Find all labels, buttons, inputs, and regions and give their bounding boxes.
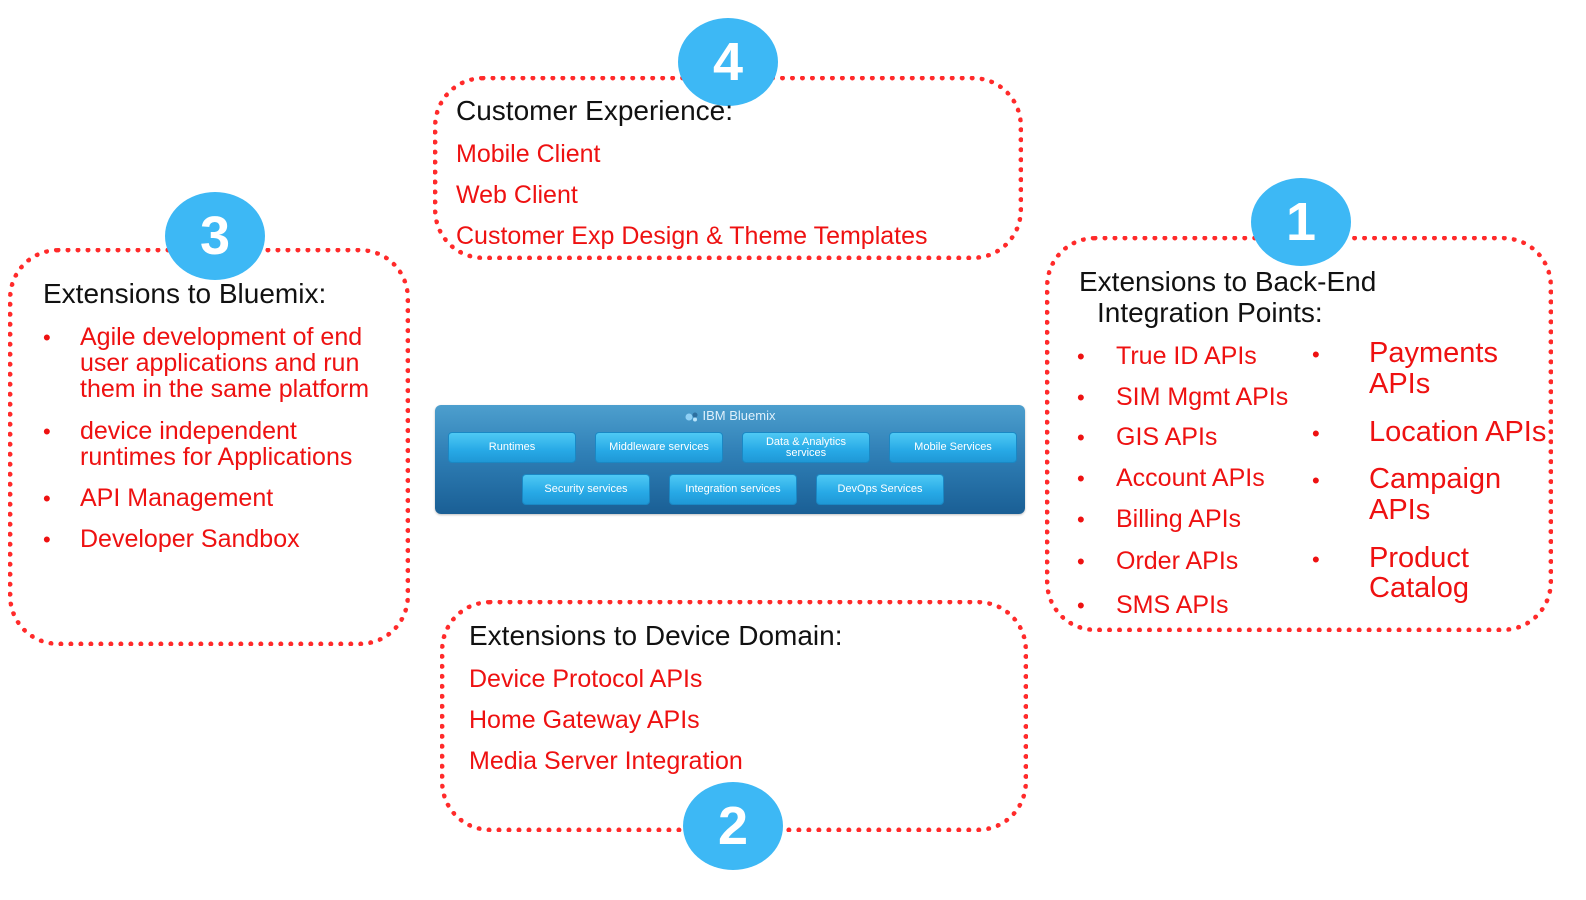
bullet: •: [1312, 547, 1320, 572]
backend-big-item: Product: [1369, 542, 1469, 574]
device-item: Media Server Integration: [469, 747, 743, 775]
ibm-bluemix-panel: IBM Bluemix Runtimes Middleware services…: [435, 405, 1025, 514]
backend-api-item: GIS APIs: [1116, 423, 1218, 451]
customer-item: Mobile Client: [456, 140, 601, 168]
backend-big-item: Campaign: [1369, 463, 1502, 495]
bullet: •: [1077, 425, 1085, 450]
bluemix-item: Agile development of end: [80, 323, 363, 351]
backend-api-item: Order APIs: [1116, 547, 1239, 575]
bluemix-item: runtimes for Applications: [80, 443, 353, 471]
backend-big-item: APIs: [1369, 368, 1431, 400]
device-item: Home Gateway APIs: [469, 706, 700, 734]
backend-heading-line2: Integration Points:: [1097, 297, 1323, 328]
bullet: •: [43, 486, 51, 511]
customer-item: Customer Exp Design & Theme Templates: [456, 222, 928, 250]
bluemix-item: user applications and run: [80, 349, 360, 377]
bullet: •: [1077, 593, 1085, 618]
bullet: •: [1312, 468, 1320, 493]
bullet: •: [1312, 342, 1320, 367]
badge-1: 1: [1251, 178, 1351, 266]
badge-4: 4: [678, 18, 778, 106]
bluemix-title: IBM Bluemix: [435, 408, 1025, 423]
bluemix-service-runtimes: Runtimes: [448, 432, 576, 463]
bullet: •: [43, 419, 51, 444]
bullet: •: [1077, 466, 1085, 491]
backend-api-item: Billing APIs: [1116, 505, 1242, 533]
bullet: •: [1312, 421, 1320, 446]
bluemix-logo-icon: [685, 412, 698, 422]
backend-api-item: SIM Mgmt APIs: [1116, 383, 1289, 411]
backend-api-item: Account APIs: [1116, 464, 1265, 492]
bluemix-item: them in the same platform: [80, 375, 370, 403]
customer-experience-heading: Customer Experience:: [456, 95, 734, 126]
bluemix-service-integration: Integration services: [669, 474, 797, 505]
bluemix-service-mobile: Mobile Services: [889, 432, 1017, 463]
bluemix-service-data-analytics: Data & Analytics services: [742, 432, 870, 463]
badge-3: 3: [165, 192, 265, 280]
bluemix-item: API Management: [80, 484, 274, 512]
bullet: •: [43, 325, 51, 350]
bullet: •: [1077, 344, 1085, 369]
bullet: •: [1077, 385, 1085, 410]
customer-item: Web Client: [456, 181, 578, 209]
backend-big-item: Payments: [1369, 337, 1498, 369]
bullet: •: [1077, 507, 1085, 532]
backend-big-item: Location APIs: [1369, 416, 1547, 448]
backend-api-item: True ID APIs: [1116, 342, 1257, 370]
bluemix-service-devops: DevOps Services: [816, 474, 944, 505]
backend-heading-line1: Extensions to Back-End: [1079, 266, 1377, 297]
bullet: •: [1077, 549, 1085, 574]
bluemix-title-text: IBM Bluemix: [702, 408, 776, 423]
device-item: Device Protocol APIs: [469, 665, 703, 693]
bluemix-service-security: Security services: [522, 474, 650, 505]
bluemix-item: Developer Sandbox: [80, 525, 300, 553]
backend-api-item: SMS APIs: [1116, 591, 1229, 619]
bluemix-service-middleware: Middleware services: [595, 432, 723, 463]
badge-2: 2: [683, 782, 783, 870]
device-domain-heading: Extensions to Device Domain:: [469, 620, 843, 651]
backend-big-item: Catalog: [1369, 572, 1469, 604]
backend-big-item: APIs: [1369, 494, 1431, 526]
bluemix-item: device independent: [80, 417, 297, 445]
bluemix-extensions-heading: Extensions to Bluemix:: [43, 278, 327, 309]
bullet: •: [43, 527, 51, 552]
